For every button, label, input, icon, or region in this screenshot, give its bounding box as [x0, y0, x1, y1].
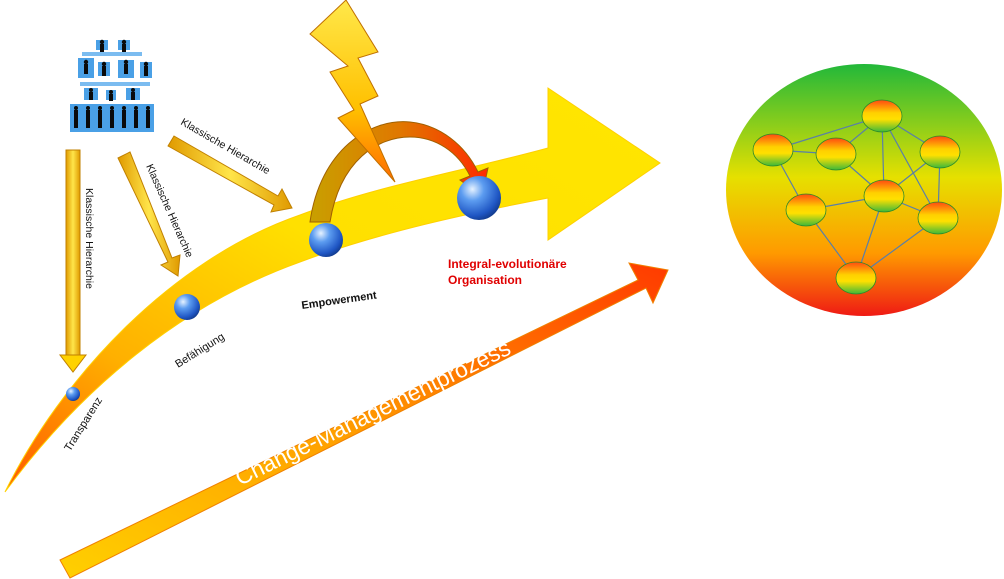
- label-hierarchy-1: Klassische Hierarchie: [83, 188, 95, 289]
- hierarchy-arrow-1: [58, 149, 88, 373]
- network-node: [917, 201, 959, 235]
- label-integral-line2: Organisation: [448, 273, 522, 287]
- network-node: [815, 137, 857, 171]
- sphere-befaehigung: [174, 294, 200, 320]
- sphere-empowerment: [309, 223, 343, 257]
- label-process: Change-Managementprozess: [231, 334, 515, 490]
- label-befaehigung: Befähigung: [173, 331, 227, 371]
- hierarchy-arrow-3: [167, 135, 293, 213]
- network-node: [785, 193, 827, 227]
- network-organisation-icon: [726, 64, 1002, 316]
- org-chart-icon: [70, 39, 154, 132]
- sphere-integral: [457, 176, 501, 220]
- network-node: [861, 99, 903, 133]
- label-integral-line1: Integral-evolutionäre: [448, 257, 567, 271]
- network-node: [919, 135, 961, 169]
- sphere-transparenz: [66, 387, 80, 401]
- network-node: [863, 179, 905, 213]
- network-node: [752, 133, 794, 167]
- lightning-bolt-icon: [309, 0, 396, 183]
- label-empowerment: Empowerment: [301, 289, 378, 311]
- hierarchy-arrow-2: [117, 151, 181, 277]
- network-node: [835, 261, 877, 295]
- process-arrow: [59, 262, 669, 579]
